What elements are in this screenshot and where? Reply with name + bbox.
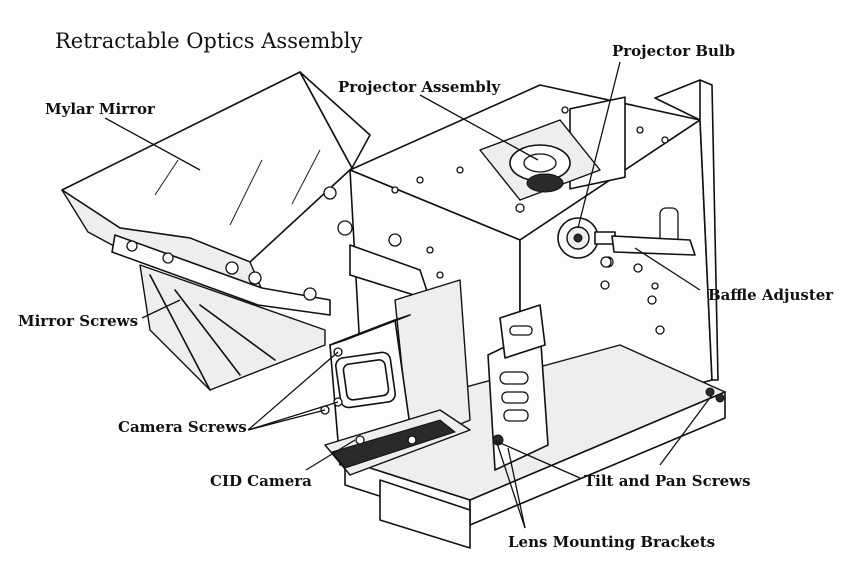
cid-camera bbox=[320, 279, 471, 476]
mylar-mirror-tray bbox=[61, 71, 371, 391]
label-cid-camera: CID Camera bbox=[210, 472, 312, 490]
lens-mounting-brackets bbox=[487, 304, 549, 471]
diagram-title: Retractable Optics Assembly bbox=[55, 29, 362, 53]
label-tilt-pan-screws: Tilt and Pan Screws bbox=[584, 472, 751, 490]
label-lens-mounting-brackets: Lens Mounting Brackets bbox=[508, 533, 715, 551]
label-baffle-adjuster: Baffle Adjuster bbox=[708, 286, 834, 304]
labels: Projector Bulb Projector Assembly Mylar … bbox=[18, 42, 834, 551]
leader-lines bbox=[104, 61, 713, 529]
label-mylar-mirror: Mylar Mirror bbox=[45, 100, 156, 118]
baffle-adjuster bbox=[600, 235, 696, 268]
label-mirror-screws: Mirror Screws bbox=[18, 312, 138, 330]
label-camera-screws: Camera Screws bbox=[118, 418, 247, 436]
label-projector-assembly: Projector Assembly bbox=[338, 78, 501, 96]
label-projector-bulb: Projector Bulb bbox=[612, 42, 735, 60]
projector-assembly bbox=[479, 119, 601, 201]
